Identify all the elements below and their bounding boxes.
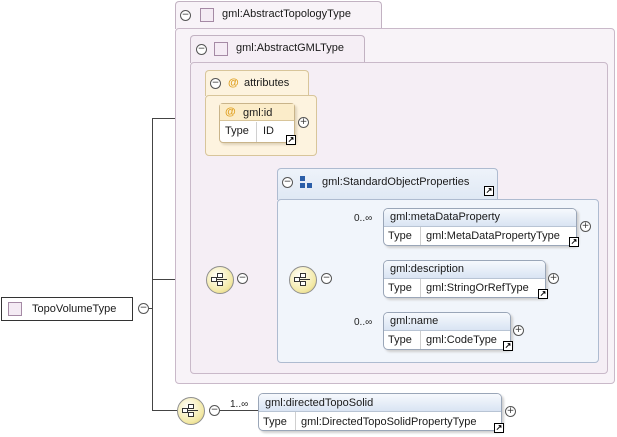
connector-to-sequence-bottom: [152, 410, 177, 411]
element-name: gml:name: [390, 315, 439, 327]
connector-trunk: [152, 118, 153, 410]
element-divider: [420, 279, 421, 297]
element-header: [384, 261, 545, 279]
collapse-sequence-icon[interactable]: −: [209, 405, 220, 416]
element-name: gml:metaDataProperty: [390, 211, 501, 223]
element-header: [259, 394, 501, 412]
attribute-type-value: ID: [263, 125, 274, 137]
occurrence-label: 0..∞: [354, 317, 373, 328]
complex-type-icon: [214, 42, 228, 56]
element-type-value: gml:MetaDataPropertyType: [426, 230, 560, 242]
attribute-at-icon: @: [225, 106, 236, 118]
abstract-gml-type-label: gml:AbstractGMLType: [236, 42, 344, 54]
connector-to-root: [148, 308, 153, 309]
element-name-node[interactable]: [383, 312, 511, 350]
collapse-abstract-gml-icon[interactable]: −: [196, 44, 207, 55]
element-type-value: gml:CodeType: [426, 334, 497, 346]
goto-definition-icon[interactable]: ↗: [494, 423, 504, 433]
sequence-glyph-icon: [211, 273, 227, 286]
complex-type-icon: [200, 8, 214, 22]
attributes-group-tab[interactable]: [205, 70, 309, 96]
attribute-type-label: Type: [225, 125, 249, 137]
element-description[interactable]: [383, 260, 546, 298]
attribute-divider: [256, 122, 257, 142]
collapse-standard-object-properties-icon[interactable]: −: [282, 177, 293, 188]
collapse-attributes-icon[interactable]: −: [210, 78, 221, 89]
element-divider: [295, 412, 296, 430]
collapse-sequence-icon[interactable]: −: [321, 273, 332, 284]
group-icon: [300, 176, 312, 188]
attribute-header: [220, 104, 294, 121]
element-type-label: Type: [388, 230, 412, 242]
element-name: gml:description: [390, 263, 464, 275]
element-divider: [420, 331, 421, 349]
attribute-name: gml:id: [243, 107, 273, 119]
expand-element-icon[interactable]: +: [513, 325, 524, 336]
element-divider: [420, 227, 421, 245]
root-type-box[interactable]: [1, 297, 133, 321]
goto-definition-icon[interactable]: ↗: [538, 289, 548, 299]
collapse-abstract-topology-icon[interactable]: −: [180, 10, 191, 21]
occurrence-label: 0..∞: [354, 213, 373, 224]
attribute-gml-id[interactable]: [219, 103, 295, 143]
expand-element-icon[interactable]: +: [505, 406, 516, 417]
element-type-value: gml:StringOrRefType: [426, 282, 529, 294]
element-type-value: gml:DirectedTopoSolidPropertyType: [301, 416, 477, 428]
element-directed-topo-solid[interactable]: [258, 393, 502, 431]
expand-element-icon[interactable]: +: [580, 221, 591, 232]
element-meta-data-property[interactable]: [383, 208, 577, 246]
abstract-topology-type-label: gml:AbstractTopologyType: [222, 8, 352, 20]
element-header: [384, 313, 510, 331]
goto-definition-icon[interactable]: ↗: [569, 237, 579, 247]
sequence-glyph-icon: [182, 404, 198, 417]
goto-definition-icon[interactable]: ↗: [503, 341, 513, 351]
standard-object-properties-label: gml:StandardObjectProperties: [322, 176, 470, 188]
element-name: gml:directedTopoSolid: [265, 397, 374, 409]
element-header: [384, 209, 576, 227]
occurrence-label: 1..∞: [230, 399, 249, 410]
standard-object-properties-tab[interactable]: [277, 168, 498, 200]
connector-to-directed-topo-solid: [219, 410, 259, 411]
attributes-group-label: attributes: [244, 77, 290, 89]
goto-definition-icon[interactable]: ↗: [484, 186, 494, 196]
element-type-label: Type: [263, 416, 287, 428]
collapse-root-icon[interactable]: −: [138, 303, 149, 314]
attribute-at-icon: @: [228, 77, 239, 89]
goto-definition-icon[interactable]: ↗: [286, 135, 296, 145]
element-type-label: Type: [388, 282, 412, 294]
collapse-sequence-icon[interactable]: −: [237, 273, 248, 284]
sequence-glyph-icon: [294, 273, 310, 286]
expand-attribute-icon[interactable]: +: [298, 117, 309, 128]
root-type-label: TopoVolumeType: [32, 303, 117, 315]
complex-type-icon: [8, 302, 22, 316]
expand-element-icon[interactable]: +: [548, 273, 559, 284]
element-type-label: Type: [388, 334, 412, 346]
